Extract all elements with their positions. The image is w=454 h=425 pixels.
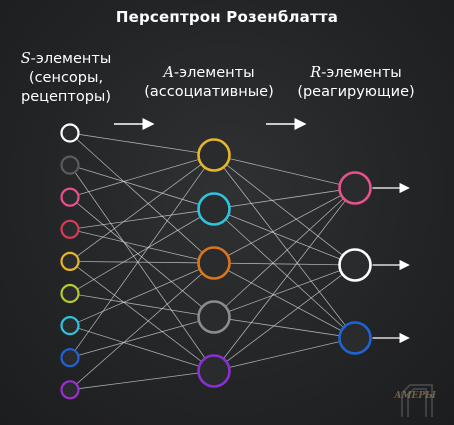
- r-label-line2: (реагирующие): [297, 84, 415, 100]
- connection-s3-a1: [79, 159, 199, 195]
- s-neuron-s3: [60, 187, 80, 207]
- connection-s4-a3: [79, 231, 199, 260]
- connection-s5-a5: [77, 266, 202, 362]
- a-neuron-a5: [197, 354, 231, 388]
- r-label-line1: -элементы: [321, 65, 402, 81]
- r-neuron-r3: [338, 321, 372, 355]
- s-label-line1: -элементы: [30, 51, 112, 67]
- s-neuron-s6: [60, 283, 80, 304]
- connection-s7-a5: [78, 328, 199, 367]
- connection-s8-a4: [79, 321, 199, 356]
- connection-a2-r3: [225, 219, 344, 328]
- connection-a3-r2: [230, 262, 339, 266]
- r-neuron-r2: [338, 248, 372, 282]
- connection-a3-r1: [228, 195, 341, 256]
- watermark-logo-icon: [401, 384, 433, 417]
- connection-a5-r1: [223, 200, 346, 359]
- a-label-line2: (ассоциативные): [144, 84, 274, 100]
- a-label-line1: -элементы: [173, 65, 255, 81]
- connection-a2-r2: [229, 214, 340, 260]
- connection-a1-r1: [229, 158, 340, 185]
- a-neuron-a4: [197, 300, 231, 334]
- connection-s9-a5: [79, 372, 198, 389]
- connection-s3-a4: [77, 202, 202, 307]
- s-neuron-s2: [60, 155, 80, 175]
- s-label-line3: рецепторы): [20, 89, 112, 105]
- connection-s9-a3: [76, 273, 202, 384]
- connection-s2-a2: [78, 167, 199, 205]
- connection-s6-a2: [77, 217, 200, 290]
- connection-a1-r2: [226, 164, 343, 256]
- s-neuron-s7: [60, 316, 80, 336]
- s-label-line2: (сенсоры,: [28, 70, 104, 86]
- connection-a5-r2: [226, 274, 343, 362]
- connection-a4-r2: [229, 270, 340, 312]
- connection-s5-a3: [79, 261, 198, 264]
- a-neuron-a2: [197, 192, 231, 226]
- connection-s1-a1: [79, 134, 198, 153]
- r-elements-label: R-элементы (реагирующие): [286, 64, 426, 102]
- connection-s4-a2: [79, 210, 198, 229]
- a-letter: A: [163, 65, 174, 81]
- r-letter: R: [310, 65, 322, 81]
- s-neuron-s4: [60, 219, 80, 239]
- connection-s7-a3: [78, 269, 200, 323]
- s-letter: S: [20, 51, 31, 67]
- s-neuron-s8: [60, 348, 80, 368]
- watermark-text: АМЕРЫ: [394, 391, 436, 401]
- a-neuron-a3: [197, 246, 231, 280]
- connection-s5-a1: [77, 164, 201, 257]
- connection-a2-r1: [230, 190, 339, 207]
- connection-a3-r3: [228, 270, 341, 331]
- s-neuron-s1: [60, 123, 80, 143]
- connection-s8-a1: [75, 168, 205, 351]
- connection-a4-r3: [230, 319, 339, 336]
- s-elements-label: S-элементы (сенсоры, рецепторы): [14, 50, 118, 107]
- connection-a4-r1: [225, 198, 344, 307]
- connection-a1-r3: [223, 167, 346, 326]
- connection-s2-a5: [75, 172, 205, 358]
- r-neuron-r1: [338, 171, 372, 205]
- s-neuron-s9: [60, 380, 80, 400]
- connection-s1-a3: [76, 139, 203, 253]
- connection-a5-r3: [229, 341, 340, 368]
- a-elements-label: A-элементы (ассоциативные): [134, 64, 284, 102]
- s-neuron-s5: [60, 251, 80, 271]
- connection-s6-a4: [79, 294, 198, 315]
- diagram-title: Персептрон Розенблатта: [115, 8, 339, 26]
- a-neuron-a1: [197, 138, 231, 172]
